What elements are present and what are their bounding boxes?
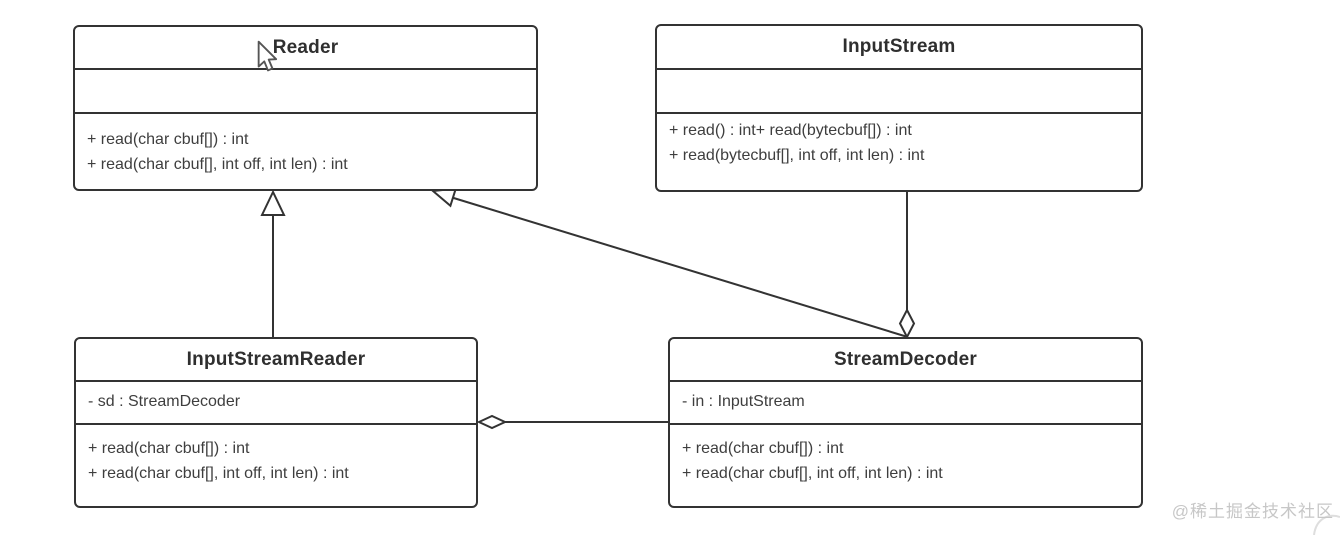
class-methods-inputstreamreader: + read(char cbuf[]) : int + read(char cb… [76, 425, 476, 506]
attribute-item: - in : InputStream [682, 393, 805, 410]
generalization-line-streamdecoder-to-reader [451, 196, 907, 338]
method-item: + read(char cbuf[], int off, int len) : … [88, 465, 349, 482]
class-box-inputstream: InputStream + read() : int+ read(bytecbu… [655, 24, 1143, 192]
class-attributes-streamdecoder: - in : InputStream [670, 382, 1141, 425]
method-item: + read(char cbuf[]) : int [88, 440, 250, 457]
aggregation-diamond-at-inputstreamreader [476, 414, 508, 430]
watermark: @稀土掘金技术社区 [1171, 502, 1334, 521]
class-name-inputstreamreader: InputStreamReader [76, 339, 476, 382]
class-box-inputstreamreader: InputStreamReader - sd : StreamDecoder +… [74, 337, 478, 508]
generalization-triangle-at-reader [260, 189, 286, 216]
class-attributes-inputstreamreader: - sd : StreamDecoder [76, 382, 476, 425]
method-item: + read(char cbuf[]) : int [682, 440, 844, 457]
method-item: + read(char cbuf[]) : int [87, 131, 249, 148]
method-item: + read(char cbuf[], int off, int len) : … [682, 465, 943, 482]
class-box-reader: Reader + read(char cbuf[]) : int + read(… [73, 25, 538, 191]
method-item: + read(bytecbuf[], int off, int len) : i… [669, 147, 925, 164]
class-name-streamdecoder: StreamDecoder [670, 339, 1141, 382]
corner-curl-decoration [1313, 514, 1340, 535]
attribute-item: - sd : StreamDecoder [88, 393, 241, 410]
class-attributes-inputstream-empty [657, 70, 1141, 114]
method-item: + read(char cbuf[], int off, int len) : … [87, 156, 348, 173]
class-methods-reader: + read(char cbuf[]) : int + read(char cb… [75, 114, 536, 189]
class-name-reader: Reader [75, 27, 536, 70]
class-methods-inputstream: + read() : int+ read(bytecbuf[]) : int +… [657, 114, 1141, 190]
class-box-streamdecoder: StreamDecoder - in : InputStream + read(… [668, 337, 1143, 508]
generalization-triangle-at-reader-diagonal [430, 187, 458, 208]
method-item: + read() : int+ read(bytecbuf[]) : int [669, 122, 912, 139]
class-methods-streamdecoder: + read(char cbuf[]) : int + read(char cb… [670, 425, 1141, 506]
class-name-inputstream: InputStream [657, 26, 1141, 70]
aggregation-diamond-at-streamdecoder [898, 307, 916, 340]
class-attributes-reader-empty [75, 70, 536, 114]
